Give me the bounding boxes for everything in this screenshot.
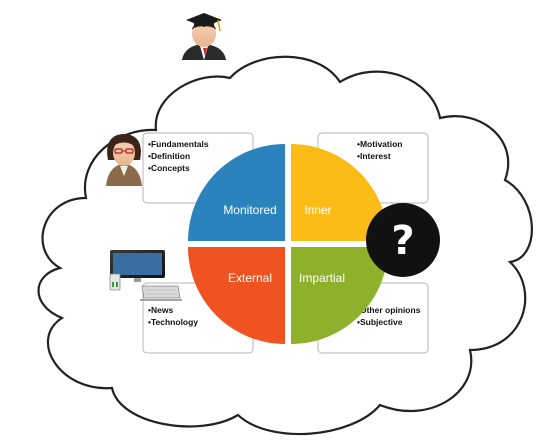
graduate-icon [182, 13, 226, 60]
quadrant-inner [291, 144, 388, 241]
box-item: •Interest [357, 151, 391, 161]
quadrant-label-monitored: Monitored [223, 203, 276, 217]
box-item: •Subjective [357, 317, 403, 327]
question-mark-icon: ? [366, 203, 440, 277]
box-bottom-right-text: •Other opinions •Subjective [357, 305, 421, 327]
computer-icon [109, 250, 182, 301]
box-item: •Definition [148, 151, 190, 161]
box-top-right-text: •Motivation •Interest [357, 139, 402, 161]
quadrant-external [188, 247, 285, 344]
teacher-icon [106, 134, 142, 186]
quadrant-label-impartial: Impartial [299, 271, 345, 285]
box-top-left-text: •Fundamentals •Definition •Concepts [148, 139, 209, 173]
question-mark-symbol: ? [391, 218, 414, 264]
box-item: •News [148, 305, 173, 315]
cloud-shape [37, 55, 533, 436]
box-item: •Technology [148, 317, 198, 327]
quadrant-circle [188, 144, 388, 344]
quadrant-monitored [188, 144, 285, 241]
box-item: •Motivation [357, 139, 402, 149]
box-item: •Other opinions [357, 305, 421, 315]
box-item: •Concepts [148, 163, 190, 173]
quadrant-label-external: External [228, 271, 272, 285]
quadrant-label-inner: Inner [304, 203, 331, 217]
box-bottom-left-text: •News •Technology [148, 305, 198, 327]
box-item: •Fundamentals [148, 139, 209, 149]
quadrant-impartial [291, 247, 388, 344]
